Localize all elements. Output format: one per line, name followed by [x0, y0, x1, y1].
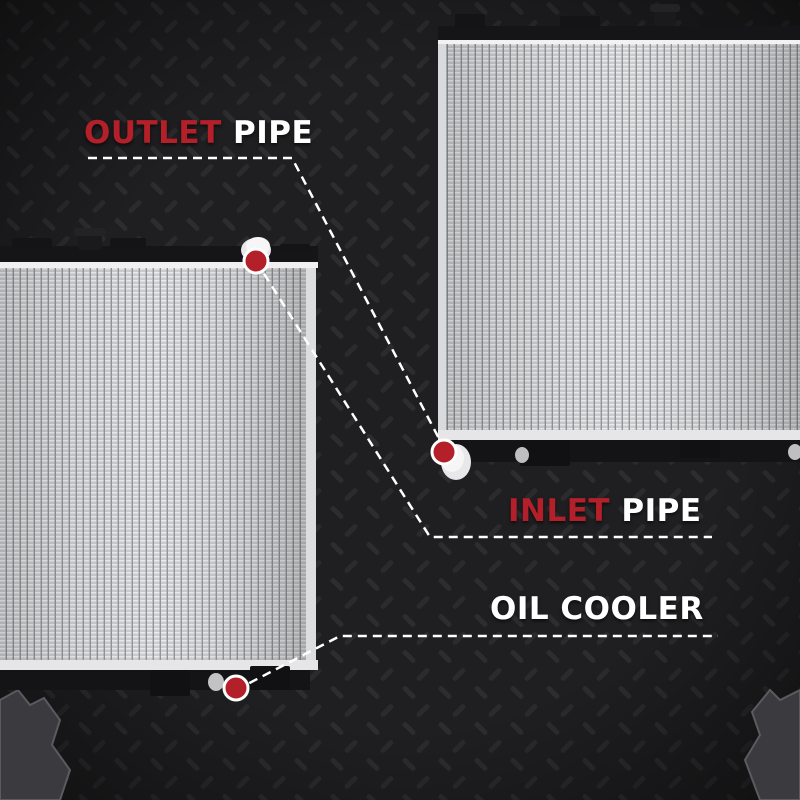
top-tank-left — [0, 246, 318, 262]
inlet-pipe-rest-text: PIPE — [621, 493, 702, 529]
leader-lines — [88, 156, 718, 692]
radiator-right — [438, 4, 800, 480]
bracket-right-1 — [455, 14, 485, 28]
bracket-right-2 — [560, 16, 600, 28]
radiator-left — [0, 228, 318, 696]
red-circle-marker — [222, 247, 458, 702]
outlet-pipe-rest-text: PIPE — [233, 115, 314, 151]
torn-metal-edge-right — [743, 688, 800, 800]
oil-cooler-text: OIL COOLER — [490, 591, 704, 627]
bracket-right-3 — [700, 16, 730, 28]
bottom-tank-right — [452, 440, 800, 462]
top-tank-right — [438, 26, 800, 42]
pipe-fitting-icon — [515, 444, 800, 463]
pipe-fitting-icon — [208, 673, 224, 691]
oil-cooler-label: OIL COOLER — [490, 594, 704, 625]
outlet-pipe-accent-text: OUTLET — [84, 115, 222, 151]
inlet-pipe-accent-text: INLET — [508, 493, 611, 529]
inlet-leader-line — [254, 260, 712, 539]
side-rail-right — [438, 42, 446, 430]
radiator-filler-neck-icon — [650, 4, 680, 26]
outlet-pipe-label: OUTLET PIPE — [84, 118, 313, 149]
torn-metal-edge-left — [0, 688, 72, 800]
inlet-pipe-label: INLET PIPE — [508, 496, 702, 527]
side-rail-left — [306, 268, 316, 660]
radiator-filler-neck-icon — [74, 228, 106, 250]
outlet-leader-line — [88, 156, 446, 449]
